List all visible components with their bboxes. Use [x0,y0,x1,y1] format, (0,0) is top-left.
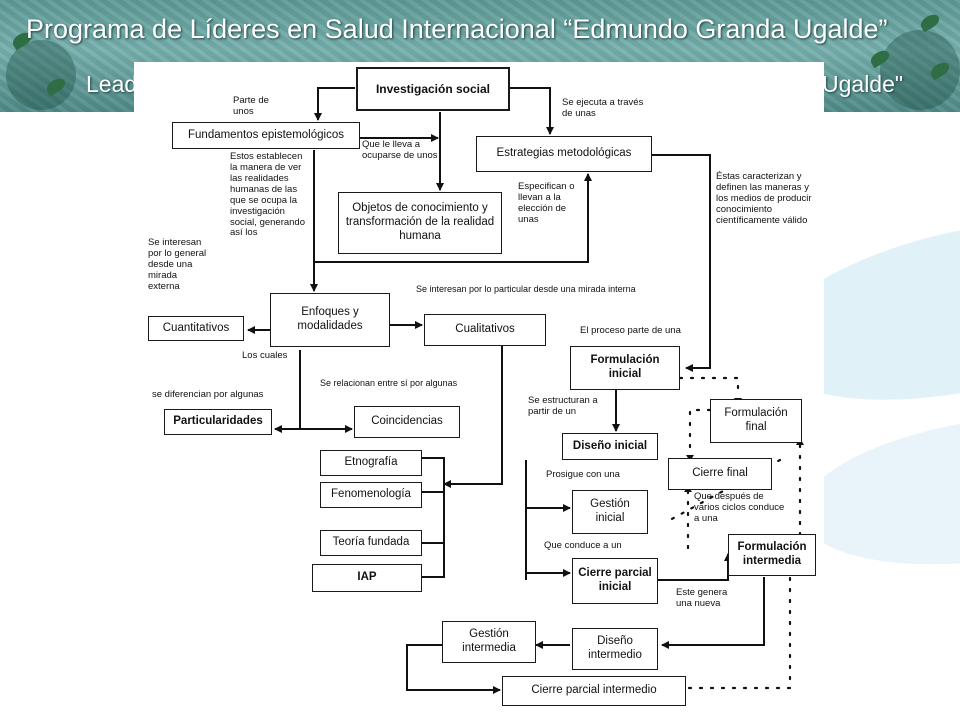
node-investigacion-social: Investigación social [356,67,510,111]
node-fundamentos-epistemologicos: Fundamentos epistemológicos [172,122,360,149]
node-iap: IAP [312,564,422,592]
label-se-ejecuta: Se ejecuta a través de unas [562,97,644,119]
label-estos-establecen: Estos establecen la manera de ver las re… [230,151,305,239]
node-cuantitativos: Cuantitativos [148,316,244,341]
node-formulacion-intermedia: Formulación intermedia [728,534,816,576]
label-especifican: Especifican o llevan a la elección de un… [518,181,575,225]
node-gestion-inicial: Gestión inicial [572,490,648,534]
node-particularidades: Particularidades [164,409,272,435]
node-enfoques-modalidades: Enfoques y modalidades [270,293,390,347]
node-diseno-inicial: Diseño inicial [562,433,658,460]
label-se-estructuran: Se estructuran a partir de un [528,395,598,417]
node-diseno-intermedio: Diseño intermedio [572,628,658,670]
page-subtitle-right: Ugalde" [822,71,904,97]
label-que-le-lleva: Que le lleva a ocuparse de unos [362,139,438,161]
page-title: Programa de Líderes en Salud Internacion… [26,14,888,44]
node-fenomenologia: Fenomenología [320,482,422,508]
label-estas-caracterizan: Éstas caracterizan y definen las maneras… [716,171,812,226]
label-este-genera: Este genera una nueva [676,587,728,609]
label-que-conduce: Que conduce a un [544,540,622,551]
label-prosigue: Prosigue con una [546,469,620,480]
node-coincidencias: Coincidencias [354,406,460,438]
node-objetos-conocimiento: Objetos de conocimiento y transformación… [338,192,502,254]
node-formulacion-inicial: Formulación inicial [570,346,680,390]
node-teoria-fundada: Teoría fundada [320,530,422,556]
label-se-interesan-general: Se interesan por lo general desde una mi… [148,237,207,292]
page-subtitle-left: Lead [86,71,138,97]
label-que-despues: Que después de varios ciclos conduce a u… [694,491,785,524]
node-estrategias-metodologicas: Estrategias metodológicas [476,136,652,172]
label-parte-de-unos: Parte de unos [233,95,269,117]
label-los-cuales: Los cuales [242,350,288,361]
label-se-relacionan: Se relacionan entre sí por algunas [320,378,458,388]
node-cierre-parcial-intermedio: Cierre parcial intermedio [502,676,686,706]
node-formulacion-final: Formulación final [710,399,802,443]
globe-decoration [6,40,76,110]
node-cierre-final: Cierre final [668,458,772,490]
node-etnografia: Etnografía [320,450,422,476]
node-gestion-intermedia: Gestión intermedia [442,621,536,663]
label-proceso-parte: El proceso parte de una [580,325,681,336]
header-banner: Programa de Líderes en Salud Internacion… [0,0,960,112]
label-se-interesan-particular: Se interesan por lo particular desde una… [416,284,636,294]
label-se-diferencian: se diferencian por algunas [152,389,264,400]
node-cualitativos: Cualitativos [424,314,546,346]
node-cierre-parcial-inicial: Cierre parcial inicial [572,558,658,604]
